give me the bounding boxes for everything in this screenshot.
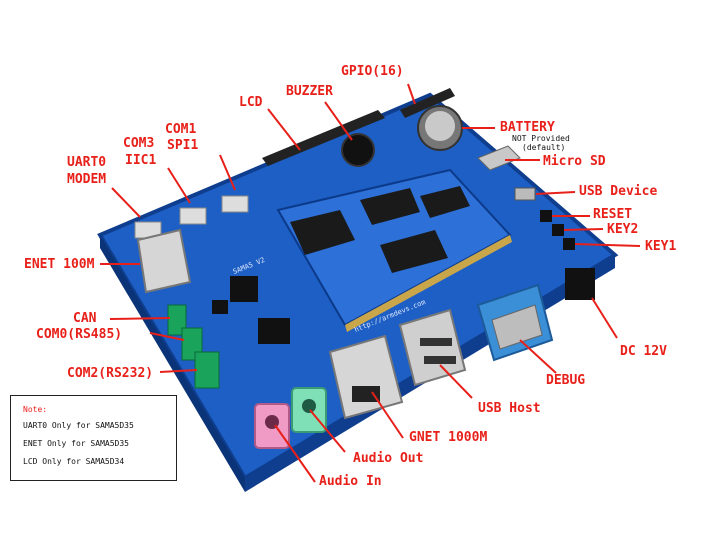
com1-spi1-header [221,195,249,213]
label-com0: COM0(RS485) [36,327,123,342]
key2-leader [563,228,604,231]
lcd-header [262,110,385,166]
usb-host-leader [439,364,473,399]
usb-host-slot-1 [420,338,452,346]
label-com1: COM1 [165,122,197,137]
gnet-1000m-port [328,334,404,420]
label-audio-in: Audio In [319,474,382,489]
label-gnet: GNET 1000M [409,430,488,445]
usb-host-port [398,308,467,387]
label-gpio: GPIO(16) [341,64,404,79]
gpio-header [400,88,455,118]
label-micro-sd: Micro SD [543,154,606,169]
label-spi1: SPI1 [167,138,199,153]
buzzer-leader [324,101,353,141]
label-buzzer: BUZZER [286,84,333,99]
buzzer [341,133,375,167]
label-key2: KEY2 [607,222,639,237]
label-usb-device: USB Device [579,184,658,199]
cpu-chip [290,210,355,255]
usb-device-port [514,187,536,201]
label-reset: RESET [593,207,633,222]
label-debug: DEBUG [546,373,586,388]
leader-lines [100,83,641,483]
ic-block-1 [230,276,258,302]
usb-host-slot-2 [424,356,456,364]
memory-chip-1 [360,188,420,225]
key1-button [563,238,575,250]
gpio-leader [407,83,416,105]
label-dc12v: DC 12V [620,344,667,359]
battery-cell [425,111,455,141]
label-battery-note-2: (default) [522,143,566,152]
com3-leader [167,167,191,204]
com3-iic1-header [179,207,207,225]
usb-device-leader [535,191,576,195]
label-lcd: LCD [239,95,263,110]
note-line: LCD Only for SAMA5D34 [23,457,125,466]
com0-leader [149,332,185,341]
core-module-pins [345,235,512,332]
dc-jack [565,268,595,300]
dc12v-leader [591,297,618,339]
note-line: ENET Only for SAMA5D35 [23,439,129,448]
com2-terminal [194,351,220,389]
label-enet: ENET 100M [24,257,95,272]
audio-in-leader [274,424,316,483]
note-line: UART0 Only for SAMA5D35 [23,421,134,430]
com2-leader [159,369,198,373]
label-uart0: UART0 [67,155,107,170]
audio-out-socket [302,399,316,413]
reset-button [540,210,552,222]
gnet-socket [352,386,380,402]
label-battery-note-1: NOT Provided [512,134,570,143]
can-leader [109,317,171,320]
micro-sd-slot [477,145,521,171]
label-modem: MODEM [67,172,107,187]
debug-leader [519,339,557,374]
label-audio-out: Audio Out [353,451,424,466]
ic-block-3 [212,300,228,314]
uart0-leader [111,187,141,218]
ic-block-2 [258,318,290,344]
label-com3: COM3 [123,136,155,151]
debug-db9-shell [491,304,543,350]
note-box: Note: UART0 Only for SAMA5D35 ENET Only … [10,395,177,481]
memory-chip-3 [380,230,448,273]
note-title: Note: [23,405,48,414]
label-usb-host: USB Host [478,401,541,416]
memory-chip-2 [420,186,470,218]
gnet-leader [371,391,404,439]
com1-leader [219,154,236,191]
label-battery: BATTERY [500,120,555,135]
enet-100m-port [136,228,192,294]
label-can: CAN [73,311,97,326]
label-key1: KEY1 [645,239,677,254]
audio-out-leader [309,409,346,453]
label-com2: COM2(RS232) [67,366,154,381]
key1-leader [574,243,641,247]
key2-button [552,224,564,236]
lcd-leader [267,108,301,151]
pcb-board-shade-left [100,235,245,492]
label-iic1: IIC1 [125,153,157,168]
